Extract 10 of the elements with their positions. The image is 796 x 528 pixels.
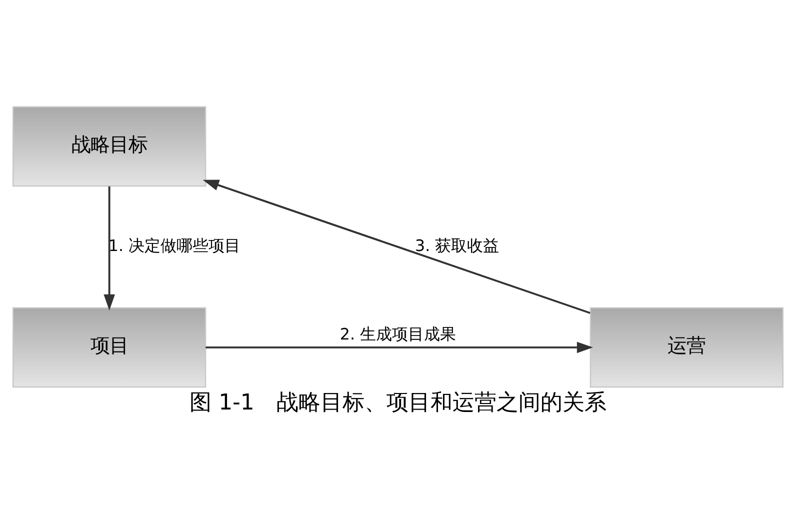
- arrow: [206, 342, 594, 354]
- arrow: [104, 186, 115, 311]
- node-box: 运营: [590, 307, 784, 388]
- arrow: [202, 180, 590, 314]
- node-box: 战略目标: [12, 106, 206, 187]
- edge-label: 3. 获取收益: [415, 236, 500, 256]
- edge-label: 1. 决定做哪些项目: [108, 236, 241, 256]
- caption: 图 1-1 战略目标、项目和运营之间的关系: [190, 390, 606, 416]
- node-box: 项目: [12, 307, 206, 388]
- edge-label: 2. 生成项目成果: [340, 324, 456, 344]
